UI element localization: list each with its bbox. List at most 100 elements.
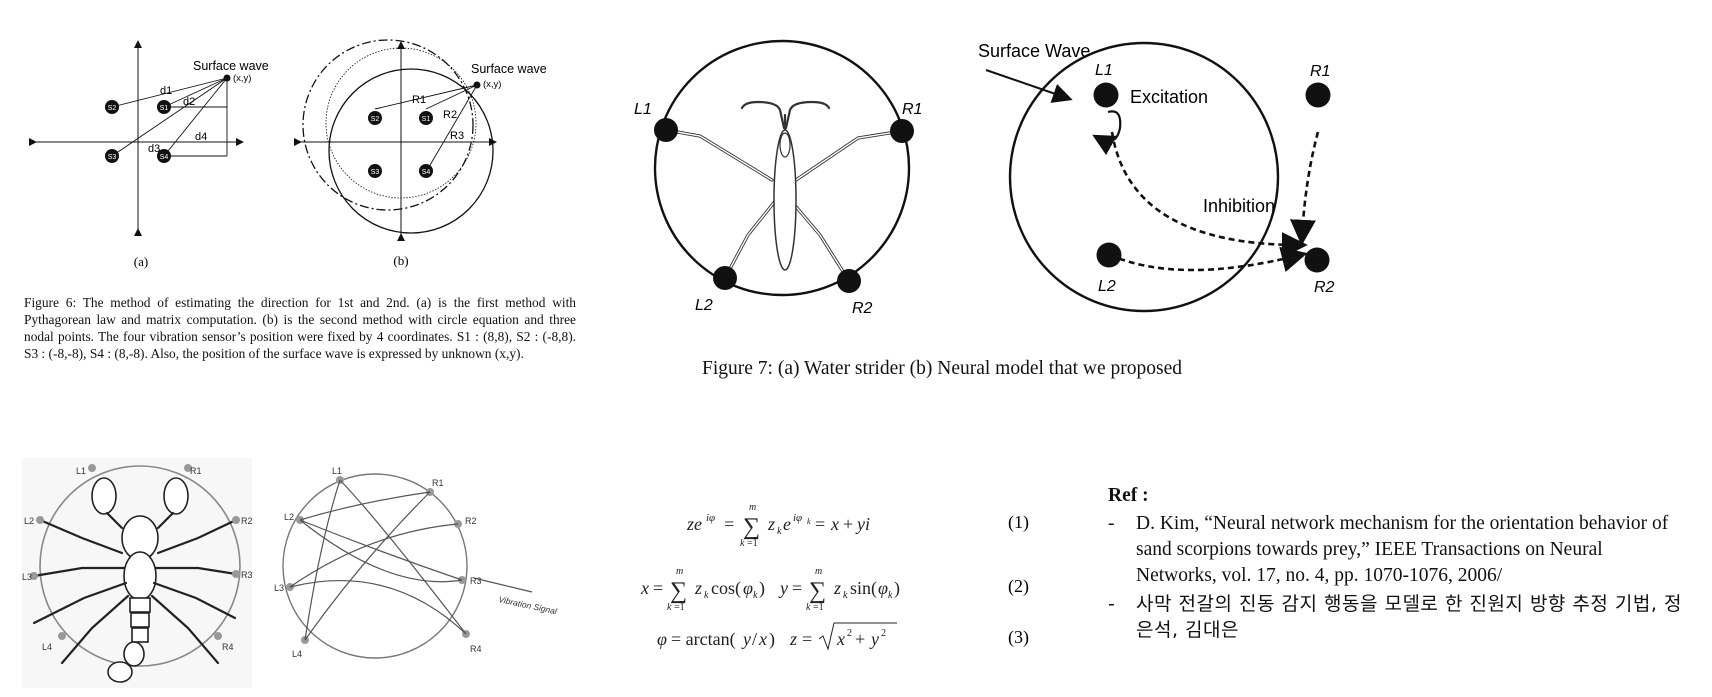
svg-text:sin(: sin( [850, 578, 877, 599]
svg-text:iφ: iφ [793, 512, 802, 524]
svg-text:cos(: cos( [711, 578, 741, 599]
svg-text:z: z [767, 514, 775, 534]
svg-text:k: k [843, 590, 848, 601]
svg-text:y: y [778, 578, 788, 598]
scorpion-l4: L4 [42, 642, 52, 652]
svg-text:m: m [676, 566, 683, 577]
svg-text:z: z [833, 578, 841, 598]
neural-node-l1 [1093, 82, 1119, 108]
svg-text:k: k [753, 590, 758, 601]
circle-dash-dot [302, 39, 474, 211]
inhibition-text: Inhibition [1203, 196, 1275, 216]
svg-text:k: k [888, 590, 893, 601]
neural-label-r1: R1 [1310, 63, 1330, 80]
svg-text:): ) [769, 629, 775, 650]
sensor-s3: S3 [105, 149, 119, 163]
fig7-neural-model: Surface Wave Excitation Inhibition L1 R1… [978, 41, 1335, 313]
point-label: (x,y) [233, 73, 251, 84]
excitation-text: Excitation [1130, 87, 1208, 107]
net-r1: R1 [432, 478, 444, 488]
svg-text:k: k [807, 517, 811, 526]
neural-node-l2 [1096, 242, 1122, 268]
svg-text:k: k [704, 590, 709, 601]
references-list: - D. Kim, “Neural network mechanism for … [1108, 511, 1684, 643]
strider-circle [653, 39, 911, 297]
reference-item: - 사막 전갈의 진동 감지 행동을 모델로 한 진원지 방향 추정 기법, 정… [1108, 591, 1684, 643]
svg-text:∑: ∑ [809, 578, 826, 604]
sensor-b-s4: S4 [419, 164, 433, 178]
label-d2: d2 [183, 96, 195, 108]
surface-wave-arrow [985, 69, 1073, 103]
reference-item: - D. Kim, “Neural network mechanism for … [1108, 511, 1684, 589]
svg-text:S2: S2 [371, 116, 380, 123]
surface-wave-text: Surface Wave [978, 41, 1090, 61]
svg-text:z: z [789, 629, 797, 649]
net-r4: R4 [470, 644, 482, 654]
svg-text:x: x [758, 629, 767, 649]
circle-dotted [325, 47, 477, 199]
net-l4: L4 [292, 649, 302, 659]
scorpion-diagram: L1 R1 L2 R2 L3 R3 L4 R4 [22, 458, 253, 688]
sensor-b-s2: S2 [368, 111, 382, 125]
strider-node-r2 [837, 269, 861, 293]
neural-circle [1008, 41, 1280, 313]
scorpion-r1: R1 [190, 466, 202, 476]
svg-text:z: z [694, 578, 702, 598]
svg-text:φ: φ [657, 629, 667, 649]
net-l1: L1 [332, 466, 342, 476]
svg-text:S1: S1 [422, 116, 431, 123]
svg-text:+: + [855, 629, 865, 649]
svg-text:S3: S3 [371, 169, 380, 176]
svg-text:∑: ∑ [743, 514, 760, 540]
svg-text:k: k [667, 602, 672, 613]
svg-text:=: = [792, 578, 802, 598]
svg-text:k: k [777, 526, 782, 537]
reference-text: 사막 전갈의 진동 감지 행동을 모델로 한 진원지 방향 추정 기법, 정은석… [1136, 593, 1682, 641]
label-r3: R3 [450, 130, 464, 142]
scorpion-l3: L3 [22, 572, 32, 582]
surface-wave-label: Surface wave [193, 59, 269, 73]
svg-text:x: x [836, 629, 845, 649]
list-dash: - [1108, 593, 1116, 615]
svg-text:φ: φ [743, 578, 753, 598]
neural-label-l1: L1 [1095, 62, 1113, 79]
eq-number-2: (2) [1008, 576, 1029, 597]
svg-text:=: = [653, 578, 663, 598]
svg-text:=: = [802, 629, 812, 649]
neural-node-r2 [1304, 247, 1330, 273]
fig7-water-strider: L1 R1 L2 R2 [634, 39, 922, 317]
strider-node-l1 [654, 118, 678, 142]
circle-solid [328, 68, 494, 234]
svg-text:): ) [759, 578, 765, 599]
net-l2: L2 [284, 512, 294, 522]
svg-text:e: e [783, 514, 791, 534]
svg-text:S3: S3 [108, 154, 117, 161]
svg-text:ze: ze [686, 514, 702, 534]
vibration-signal-label: Vibration Signal [498, 594, 559, 616]
sensor-s4: S4 [157, 149, 171, 163]
svg-text:m: m [815, 566, 822, 577]
scorpion-network: L1 R1 L2 R2 L3 R3 L4 R4 Vibration Signal [274, 466, 559, 659]
svg-text:yi: yi [855, 514, 870, 534]
svg-text:S4: S4 [422, 169, 431, 176]
svg-text:=1: =1 [747, 538, 758, 549]
neural-label-l2: L2 [1098, 278, 1116, 295]
svg-text:S4: S4 [160, 154, 169, 161]
svg-text:S2: S2 [108, 105, 117, 112]
strider-node-l2 [713, 266, 737, 290]
eq-number-1: (1) [1008, 512, 1029, 533]
label-d1: d1 [160, 85, 172, 97]
svg-text:2: 2 [881, 628, 886, 639]
svg-text:y: y [869, 629, 879, 649]
references-title: Ref : [1108, 485, 1149, 506]
excitation-loop [1092, 110, 1122, 156]
sensor-b-s3: S3 [368, 164, 382, 178]
sensor-b-s1: S1 [419, 111, 433, 125]
eq-number-3: (3) [1008, 627, 1029, 648]
svg-text:S1: S1 [160, 105, 169, 112]
svg-text:y: y [741, 629, 751, 649]
reference-text: D. Kim, “Neural network mechanism for th… [1136, 513, 1669, 586]
